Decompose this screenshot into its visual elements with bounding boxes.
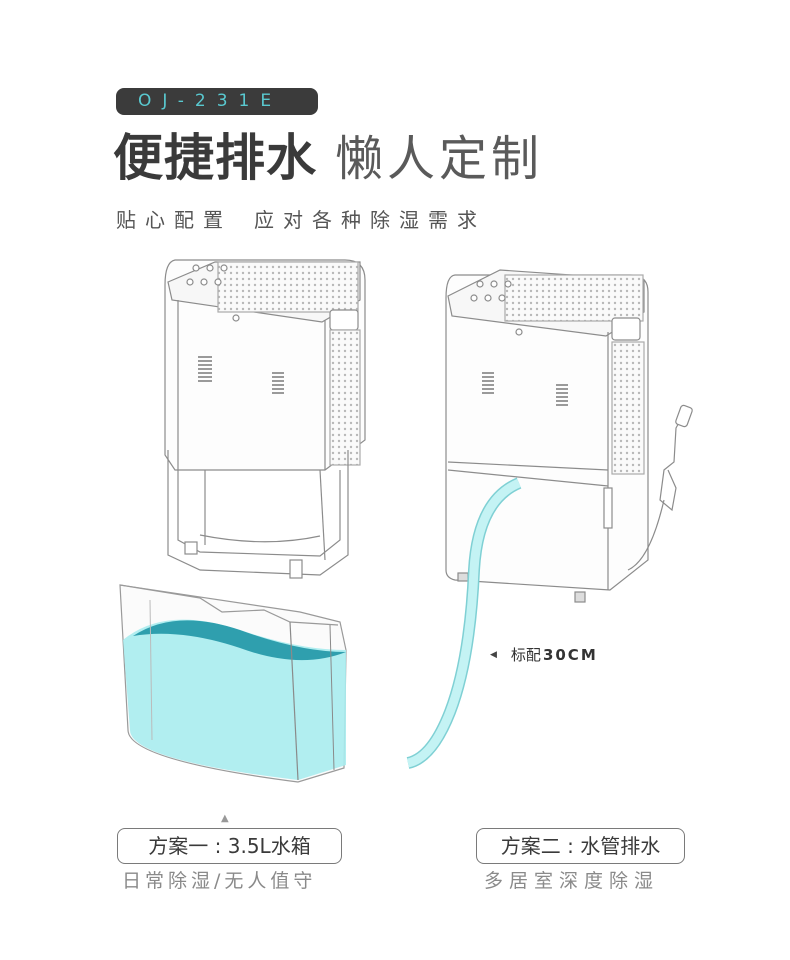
headline-light: 懒人定制 [335,131,544,187]
plan2-label: 方案二 : 水管排水 [476,828,685,864]
page-title: 便捷排水懒人定制 [113,118,543,190]
plan2-description: 多居室深度除湿 [484,870,660,892]
caret-up-icon: ▲ [221,813,229,824]
left-dehumidifier [164,259,366,579]
hose-length: 30CM [542,645,598,664]
subtitle-part2: 应对各种除湿需求 [254,208,486,232]
model-badge: OJ-231E [116,88,318,115]
plan1-label: 方案一 : 3.5L水箱 [117,828,342,864]
water-tank [119,584,347,783]
plan1-description: 日常除湿/无人值守 [122,870,317,892]
right-dehumidifier [445,269,693,603]
headline-bold: 便捷排水 [113,129,317,187]
hose-label: 标配 [510,646,541,664]
pointer-triangle-icon: ◀ [490,649,497,660]
subtitle: 贴心配置应对各种除湿需求 [116,204,486,233]
drain-hose [406,477,522,769]
hose-length-callout: ◀ 标配 30CM [490,644,598,665]
subtitle-part1: 贴心配置 [116,208,232,232]
